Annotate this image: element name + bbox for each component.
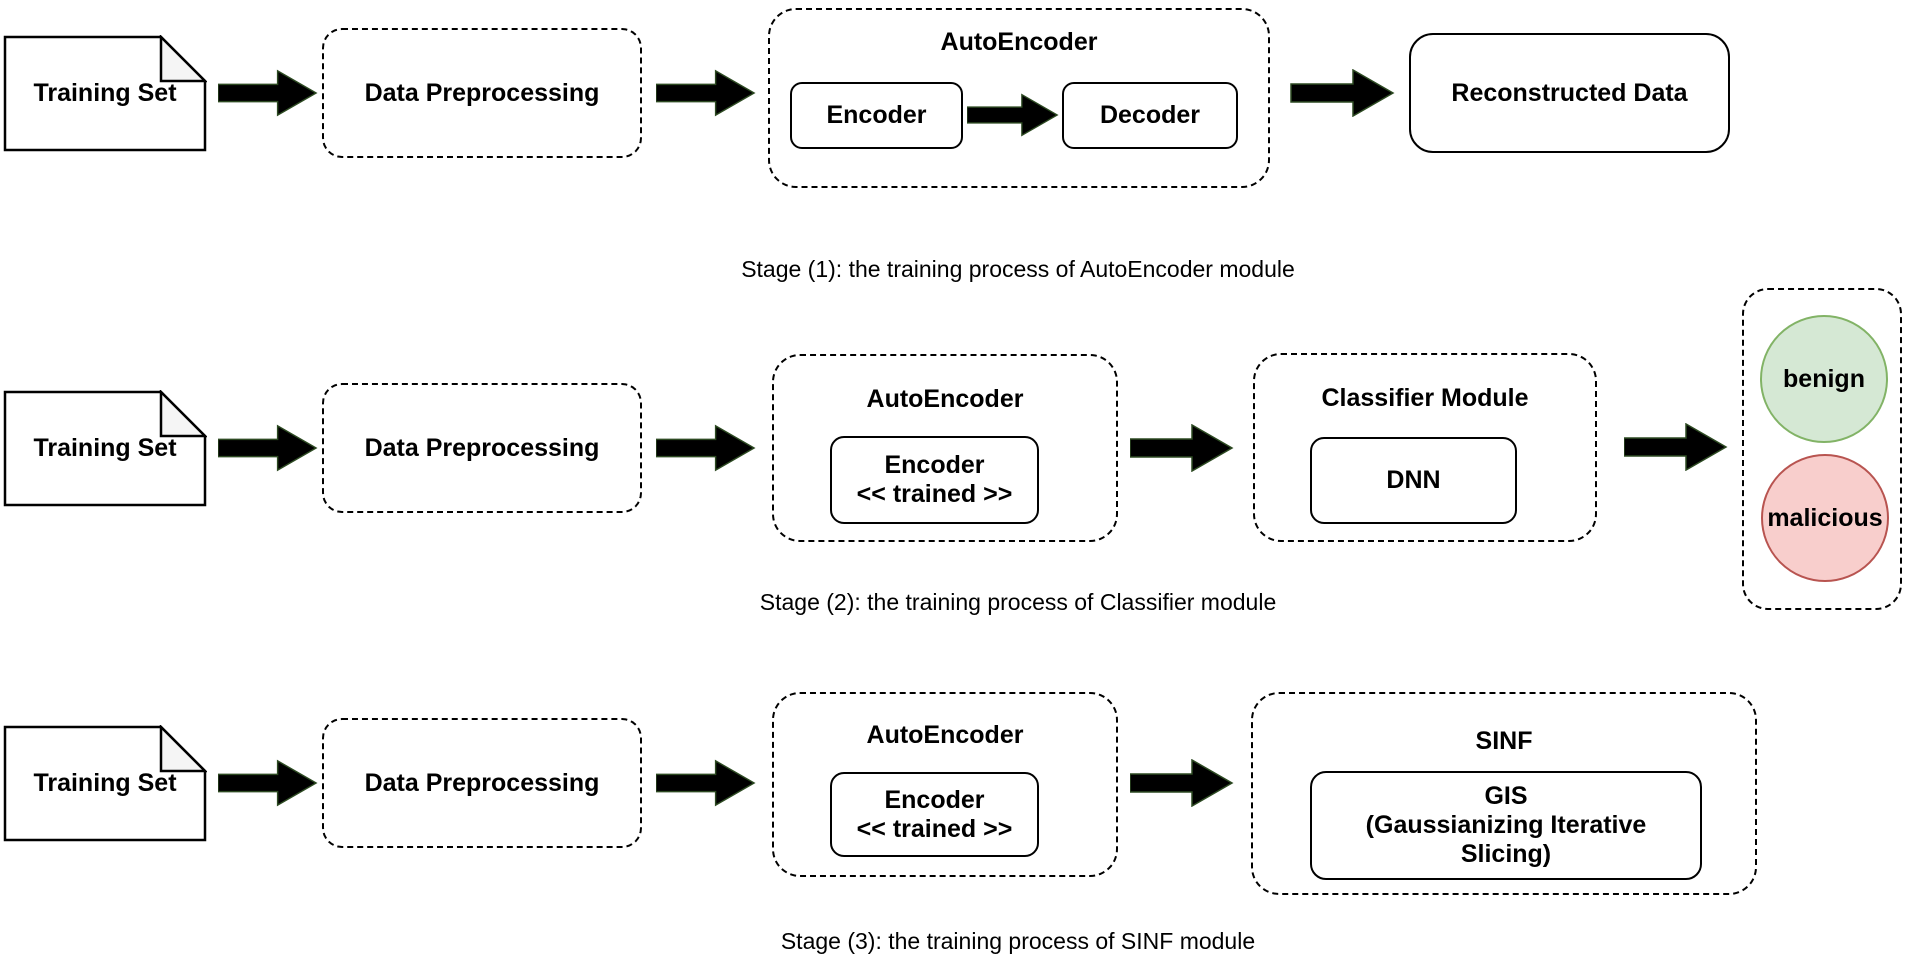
document-icon: [3, 35, 207, 152]
autoencoder-title: AutoEncoder: [866, 385, 1024, 413]
benign-label: benign: [1783, 364, 1865, 393]
training-set-label: Training Set: [33, 79, 177, 107]
flow-arrow-icon: [218, 759, 318, 807]
encoder-label: Encoder: [884, 785, 985, 814]
trained-stereotype-label: << trained >>: [856, 814, 1013, 843]
flow-arrow-icon: [218, 424, 318, 472]
autoencoder-title: AutoEncoder: [940, 28, 1098, 56]
document-icon: [3, 390, 207, 507]
reconstructed-data-label: Reconstructed Data: [1451, 78, 1688, 107]
encoder-label: Encoder: [826, 101, 927, 130]
stage2-training-set-node: Training Set: [3, 390, 207, 507]
encoder-node: Encoder: [790, 82, 963, 149]
dnn-label: DNN: [1386, 466, 1441, 495]
document-icon: [3, 725, 207, 842]
gis-label: GIS: [1484, 782, 1528, 811]
encoder-label: Encoder: [884, 451, 985, 480]
classifier-title: Classifier Module: [1321, 384, 1529, 412]
flow-arrow-icon: [656, 424, 756, 472]
flow-arrow-icon: [218, 69, 318, 117]
gis-node: GIS (Gaussianizing Iterative Slicing): [1310, 771, 1702, 880]
decoder-node: Decoder: [1062, 82, 1238, 149]
stage1-caption: Stage (1): the training process of AutoE…: [741, 256, 1295, 282]
flow-arrow-icon: [967, 93, 1059, 137]
benign-circle: benign: [1760, 315, 1888, 443]
flow-arrow-icon: [656, 69, 756, 117]
gis-label-line2: (Gaussianizing Iterative: [1365, 811, 1647, 840]
stage2-caption: Stage (2): the training process of Class…: [759, 589, 1277, 615]
stage3-caption: Stage (3): the training process of SINF …: [780, 928, 1256, 954]
stage3-preprocessing-node: Data Preprocessing: [322, 718, 642, 848]
trained-encoder-node: Encoder << trained >>: [830, 772, 1039, 857]
stage2-preprocessing-node: Data Preprocessing: [322, 383, 642, 513]
trained-encoder-node: Encoder << trained >>: [830, 436, 1039, 524]
stage1-preprocessing-node: Data Preprocessing: [322, 28, 642, 158]
dnn-node: DNN: [1310, 437, 1517, 524]
autoencoder-title: AutoEncoder: [866, 721, 1024, 749]
stage2-autoencoder-group: AutoEncoder Encoder << trained >>: [772, 354, 1118, 542]
training-set-label: Training Set: [33, 769, 177, 797]
stage1-output-node: Reconstructed Data: [1409, 33, 1730, 153]
preprocessing-label: Data Preprocessing: [364, 78, 600, 107]
stage1-autoencoder-group: AutoEncoder Encoder Decoder: [768, 8, 1270, 188]
flow-arrow-icon: [1624, 423, 1728, 471]
preprocessing-label: Data Preprocessing: [364, 768, 600, 797]
training-set-label: Training Set: [33, 434, 177, 462]
malicious-label: malicious: [1767, 503, 1883, 532]
sinf-title: SINF: [1475, 727, 1533, 755]
decoder-label: Decoder: [1099, 101, 1201, 130]
stage2-output-group: benign malicious: [1742, 288, 1902, 610]
gis-label-line3: Slicing): [1460, 839, 1552, 868]
flow-arrow-icon: [1290, 69, 1395, 117]
flow-arrow-icon: [656, 759, 756, 807]
stage3-training-set-node: Training Set: [3, 725, 207, 842]
trained-stereotype-label: << trained >>: [856, 480, 1013, 508]
stage1-training-set-node: Training Set: [3, 35, 207, 152]
stage3-sinf-group: SINF GIS (Gaussianizing Iterative Slicin…: [1251, 692, 1757, 895]
flow-arrow-icon: [1130, 759, 1234, 807]
malicious-circle: malicious: [1761, 454, 1889, 582]
flow-arrow-icon: [1130, 424, 1234, 472]
stage3-autoencoder-group: AutoEncoder Encoder << trained >>: [772, 692, 1118, 877]
stage2-classifier-group: Classifier Module DNN: [1253, 353, 1597, 542]
preprocessing-label: Data Preprocessing: [364, 433, 600, 462]
